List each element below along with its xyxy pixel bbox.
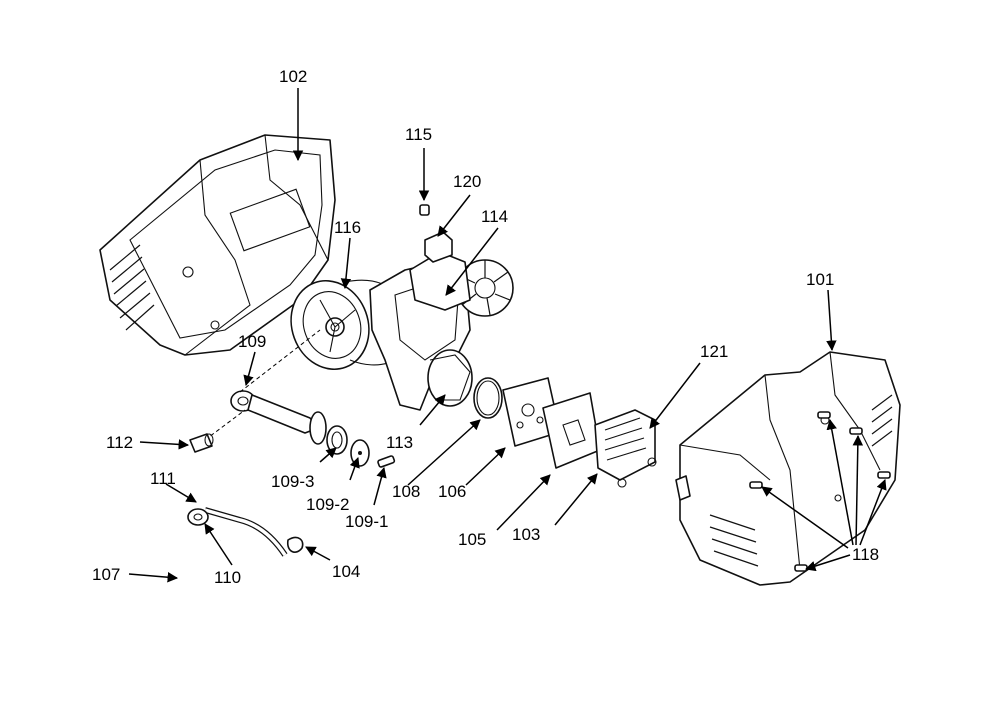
pin-112 [189, 433, 214, 453]
front-shroud-101 [675, 351, 901, 586]
callout-115: 115 [405, 125, 432, 144]
callout-109-1: 109-1 [345, 512, 388, 531]
leader-lines [128, 88, 887, 583]
screws-118 [749, 411, 891, 572]
callout-111: 111 [150, 469, 176, 488]
seal-109-3 [326, 425, 348, 455]
front-shroud-vents [709, 394, 893, 567]
callout-101: 101 [806, 270, 834, 289]
callout-112: 112 [106, 433, 133, 452]
cylinder-head-103 [594, 409, 657, 488]
callout-107: 107 [92, 565, 120, 584]
rear-shroud-vents [109, 244, 155, 331]
callout-102: 102 [279, 67, 307, 86]
screw-109-1 [377, 455, 396, 468]
callout-105: 105 [458, 530, 486, 549]
callout-labels: 102 115 120 114 116 101 109 121 112 113 … [92, 67, 879, 587]
callout-113: 113 [386, 433, 413, 452]
callout-108: 108 [392, 482, 420, 501]
callout-110: 110 [214, 568, 241, 587]
callout-118: 118 [852, 545, 879, 564]
callout-109-3: 109-3 [271, 472, 314, 491]
pump-assembly [290, 251, 514, 411]
callout-121: 121 [700, 342, 728, 361]
tube-107-110-111 [164, 490, 288, 590]
callout-109: 109 [238, 332, 266, 351]
o-ring-108 [473, 377, 503, 419]
callout-114: 114 [481, 207, 508, 226]
rear-shroud-102 [99, 134, 336, 356]
screw-115 [419, 204, 430, 216]
callout-103: 103 [512, 525, 540, 544]
callout-104: 104 [332, 562, 360, 581]
clip-104 [286, 536, 304, 553]
callout-116: 116 [334, 218, 361, 237]
callout-109-2: 109-2 [306, 495, 349, 514]
callout-120: 120 [453, 172, 481, 191]
disc-109-2 [350, 439, 370, 467]
callout-106: 106 [438, 482, 466, 501]
